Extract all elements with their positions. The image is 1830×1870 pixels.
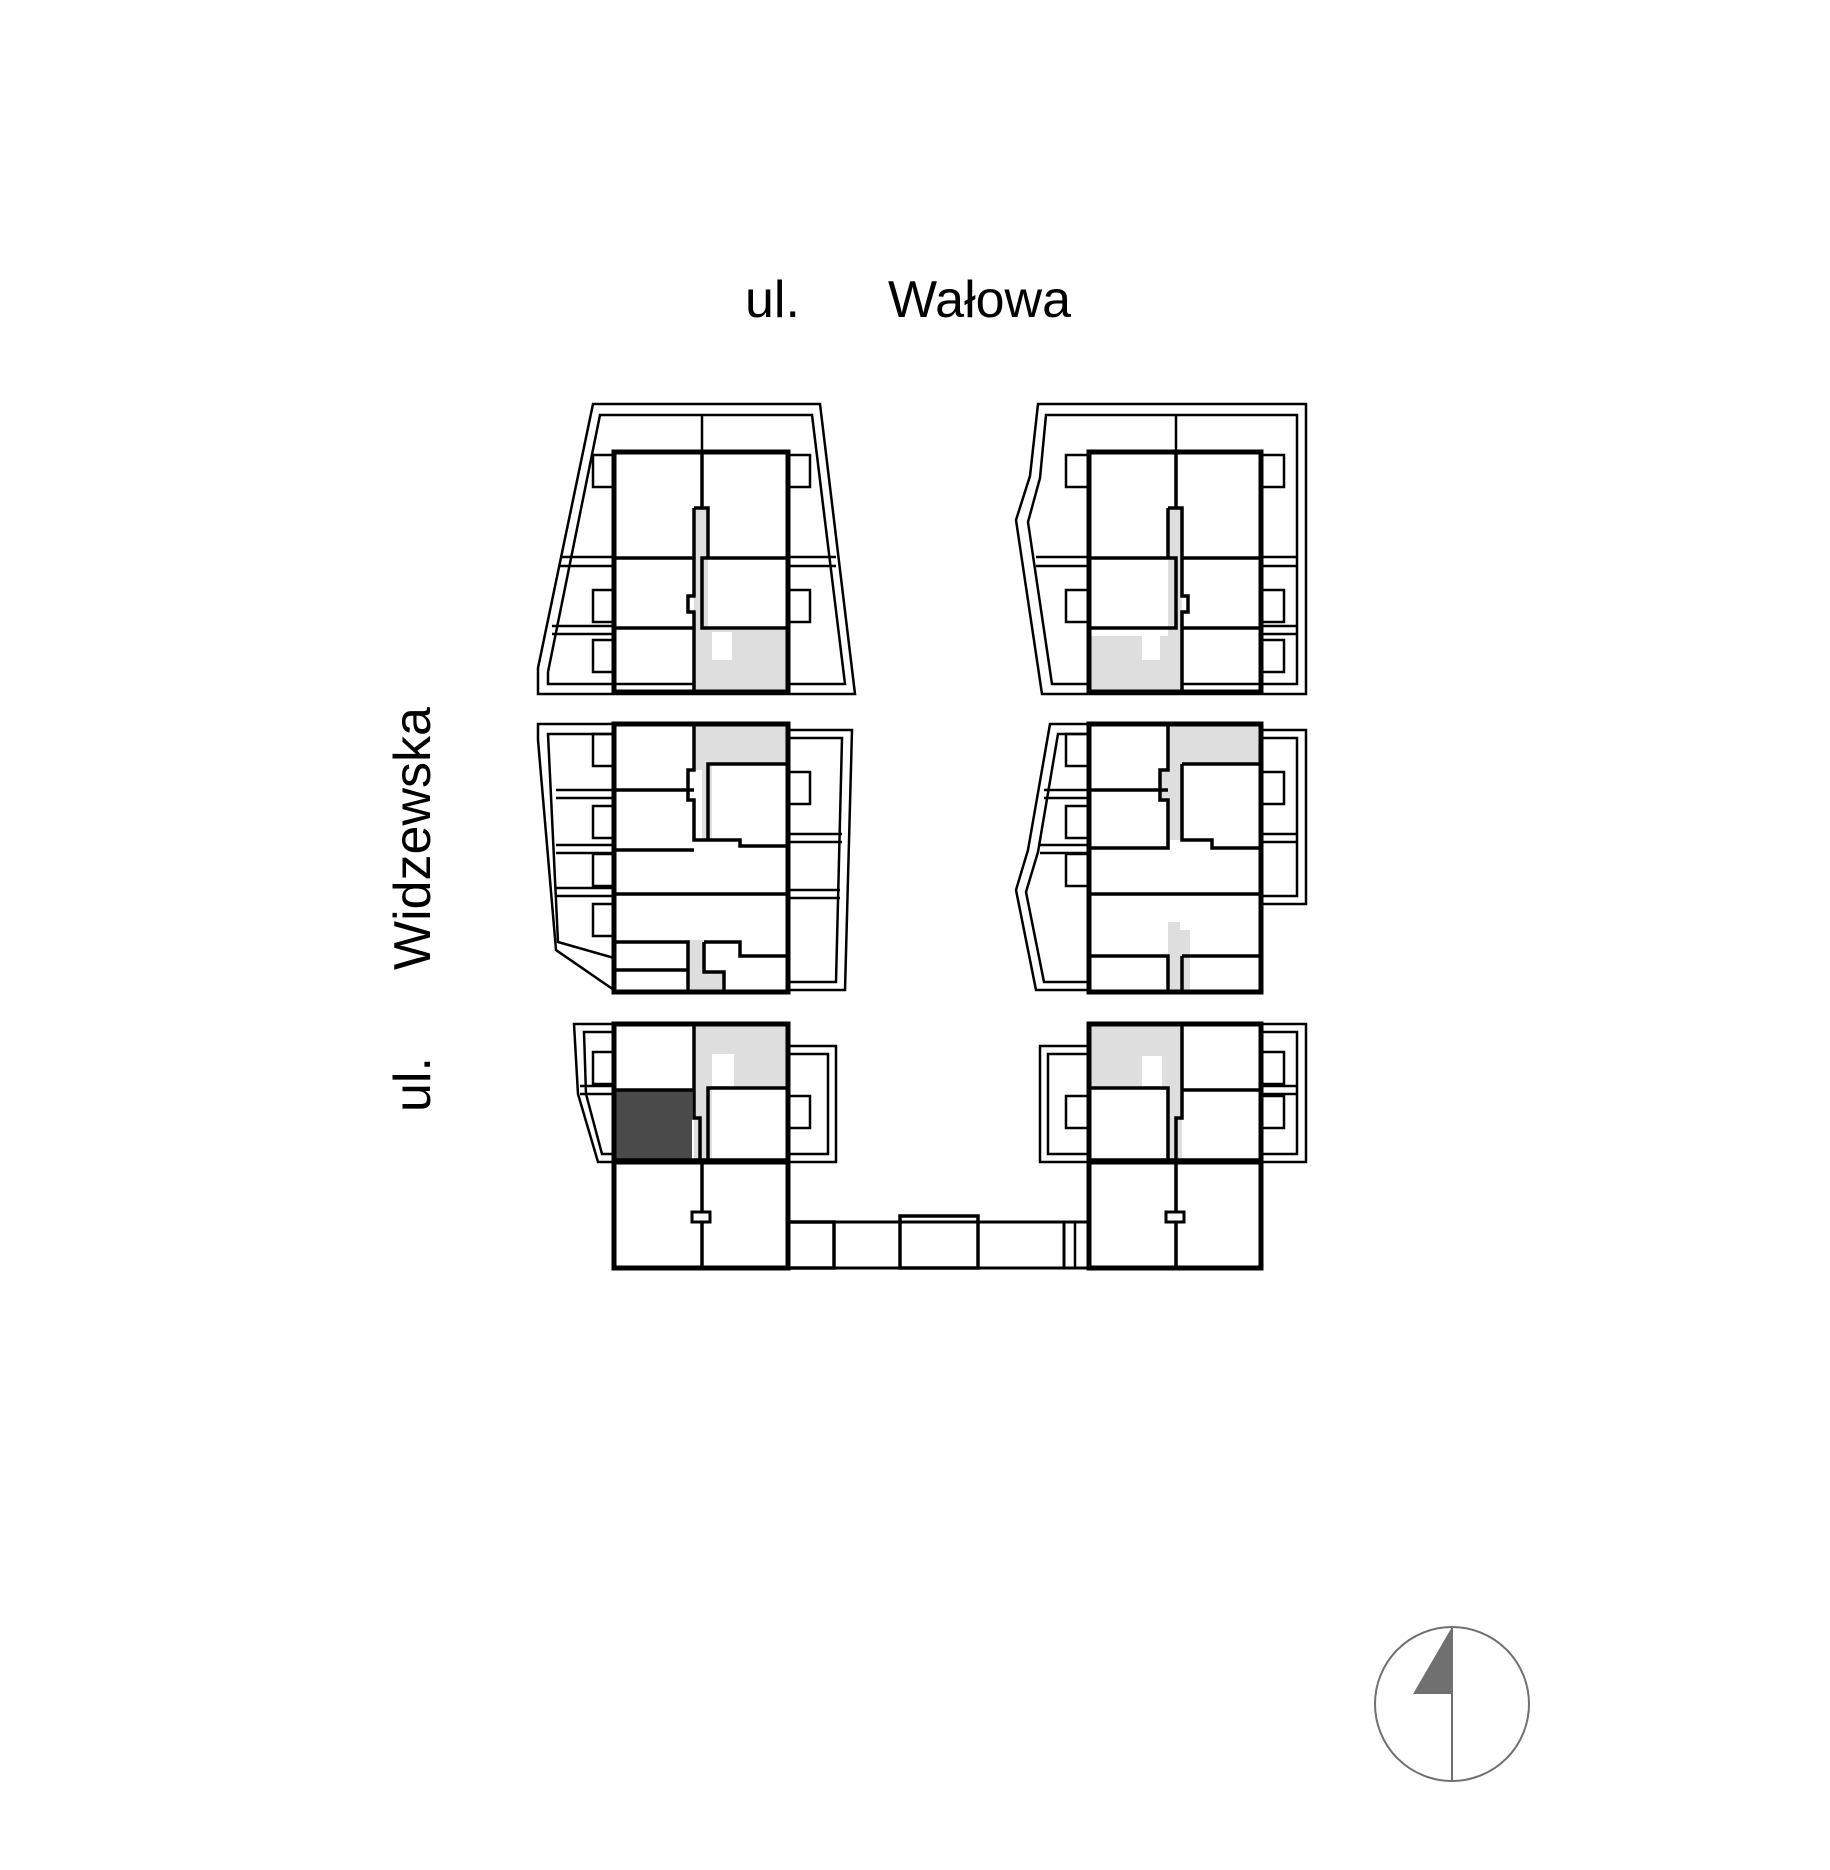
selected-unit[interactable] bbox=[614, 1090, 692, 1160]
shared-corridor bbox=[1160, 724, 1261, 840]
terrace-outline bbox=[536, 722, 616, 993]
building-east-north bbox=[1014, 402, 1308, 696]
building-west-middle bbox=[536, 721, 854, 995]
building-outline bbox=[611, 721, 791, 995]
street-label-top: ul. Wałowa bbox=[745, 271, 1071, 329]
shared-corridor bbox=[688, 940, 724, 992]
terrace-outline bbox=[1014, 402, 1308, 696]
terrace-outline-inner bbox=[1026, 413, 1299, 686]
street-prefix-top: ul. bbox=[745, 271, 800, 329]
street-name-top: Wałowa bbox=[888, 271, 1071, 329]
building-west-south bbox=[572, 1021, 838, 1271]
shared-corridor bbox=[1168, 922, 1190, 992]
terrace-outline bbox=[1259, 728, 1308, 906]
shared-corridor bbox=[694, 724, 788, 840]
terrace-outline bbox=[572, 1022, 616, 1164]
street-label-left-prefix: ul. bbox=[384, 1057, 442, 1112]
connector-building bbox=[786, 1214, 1091, 1270]
building-east-middle bbox=[1014, 721, 1308, 995]
north-arrow-icon bbox=[1374, 1626, 1530, 1782]
building-west-north bbox=[536, 402, 857, 696]
street-prefix-left: ul. bbox=[384, 1057, 442, 1112]
street-name-left: Widzewska bbox=[384, 707, 442, 970]
street-label-left: Widzewska bbox=[384, 707, 442, 970]
building-east-south bbox=[1038, 1021, 1308, 1271]
building-outline bbox=[1086, 721, 1264, 995]
